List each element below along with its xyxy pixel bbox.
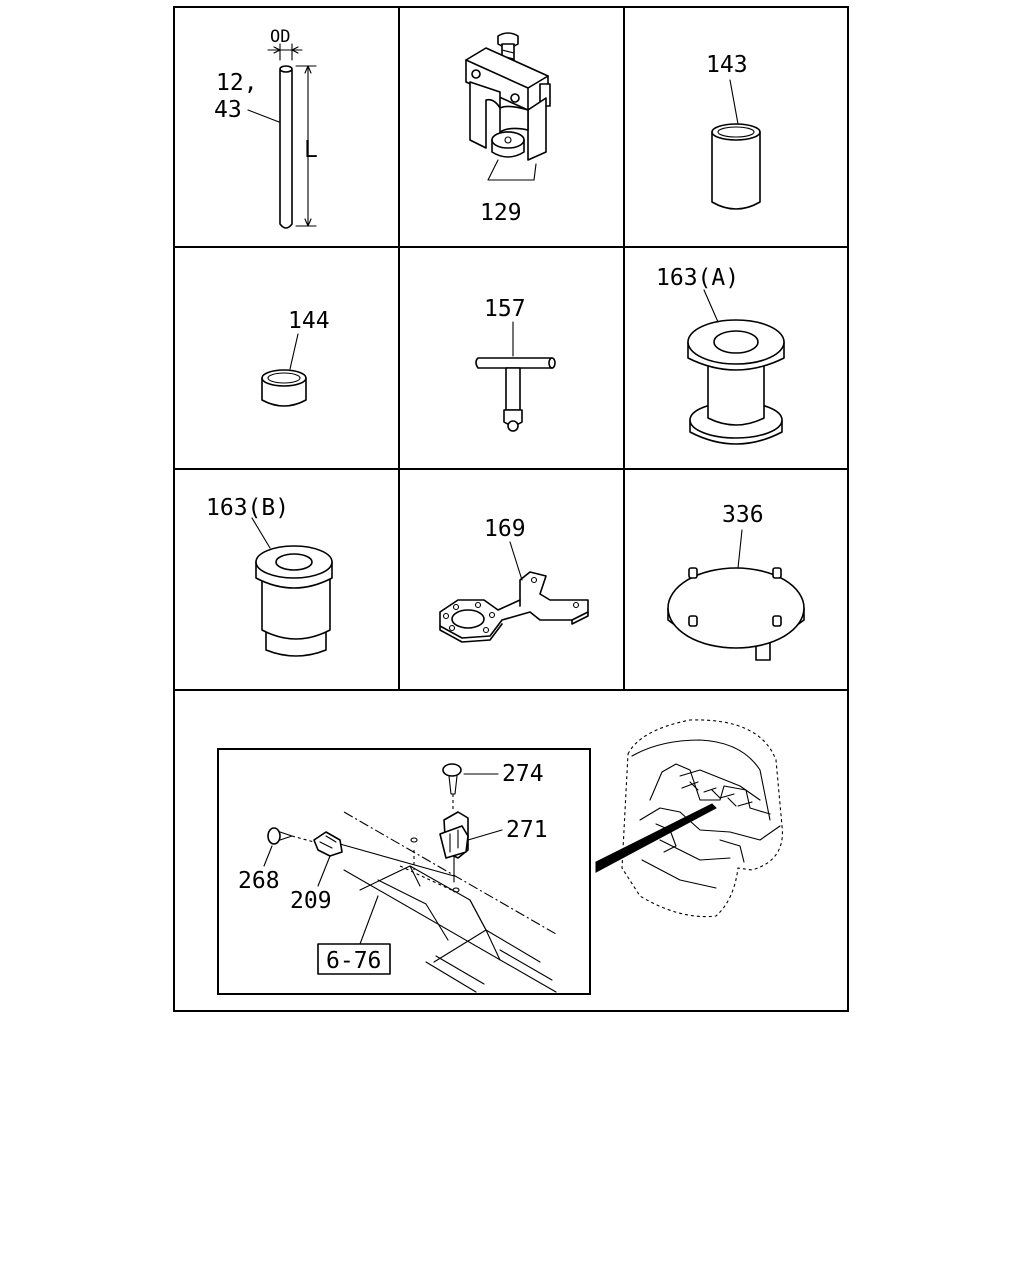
- reference-6-76: 6-76: [326, 948, 381, 974]
- callout-271: 271: [506, 817, 548, 843]
- detail-inset: [217, 748, 591, 995]
- part-clip-271: [439, 811, 469, 859]
- part-screw-274: [442, 763, 462, 812]
- part-ring-144: [261, 333, 307, 407]
- callout-209: 209: [290, 888, 332, 914]
- callout-143: 143: [706, 52, 748, 78]
- callout-length: L: [304, 137, 318, 163]
- vehicle-cab-view: [621, 719, 783, 918]
- callout-129: 129: [480, 200, 522, 226]
- callout-144: 144: [288, 308, 330, 334]
- callout-43: 43: [214, 97, 242, 123]
- part-rod-12-43: [247, 43, 317, 229]
- callout-163b: 163(B): [206, 495, 289, 521]
- part-t-handle-157: [475, 321, 556, 432]
- plate-pins: [688, 567, 782, 627]
- part-spool-163a: [687, 289, 785, 445]
- part-bracket-169: [439, 541, 589, 643]
- pointer-wedge: [595, 803, 717, 873]
- reference-box: [317, 943, 391, 975]
- part-bushing-163b: [251, 517, 333, 657]
- callout-274: 274: [502, 761, 544, 787]
- callout-od: OD: [270, 27, 290, 47]
- part-screw-268: [267, 827, 293, 845]
- callout-163a: 163(A): [656, 265, 739, 291]
- callout-268: 268: [238, 868, 280, 894]
- grid-frame: [173, 6, 849, 1012]
- callout-12: 12,: [216, 70, 258, 96]
- callout-336: 336: [722, 502, 764, 528]
- part-clip-209: [313, 831, 343, 857]
- callout-157: 157: [484, 296, 526, 322]
- callout-169: 169: [484, 516, 526, 542]
- part-sleeve-143: [711, 79, 761, 210]
- part-puller-129: [465, 32, 551, 181]
- part-plate-336: [667, 529, 805, 661]
